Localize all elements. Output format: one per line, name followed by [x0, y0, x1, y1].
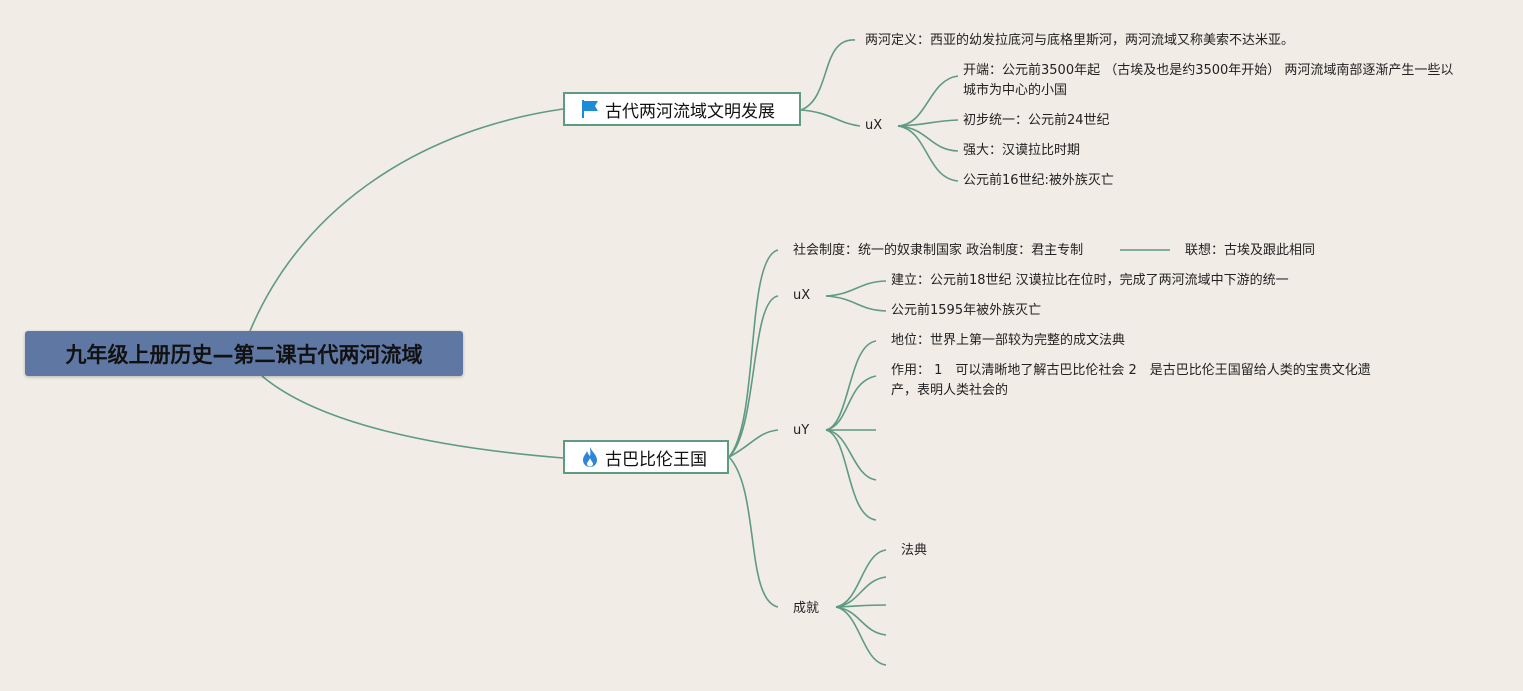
connector-b2-social [728, 249, 779, 458]
topic-ancient-babylon[interactable]: 古巴比伦王国 [563, 440, 729, 474]
item-destroyed[interactable]: 公元前16世纪:被外族灭亡 [963, 173, 1114, 188]
root-topic[interactable]: 九年级上册历史—第二课古代两河流域 [25, 331, 463, 376]
connector-ach-item1 [835, 549, 887, 608]
subtopic-uy-label[interactable]: uY [793, 423, 810, 438]
connector-root-branch1 [249, 108, 564, 332]
connector-ach-item4 [835, 606, 887, 636]
item-code-of-law[interactable]: 法典 [901, 543, 928, 558]
connector-b2-ux [728, 295, 779, 458]
connector-uy-item1 [825, 340, 877, 431]
connector-b2-uy [728, 429, 779, 458]
connector-uy-item4 [825, 429, 877, 481]
flag-icon [579, 98, 601, 120]
connector-uy-item2 [825, 375, 877, 431]
connector-ux2-item1 [825, 280, 887, 297]
item-destroyed-1595[interactable]: 公元前1595年被外族灭亡 [891, 303, 1042, 318]
achievements-label[interactable]: 成就 [793, 601, 820, 616]
connector-root-branch2 [261, 375, 564, 459]
connector-ux-item3 [897, 125, 959, 152]
item-status[interactable]: 地位：世界上第一部较为完整的成文法典 [891, 333, 1126, 348]
topic-ancient-mesopotamia-development[interactable]: 古代两河流域文明发展 [563, 92, 801, 126]
item-function[interactable]: 作用： 1 可以清晰地了解古巴比伦社会 2 是古巴比伦王国留给人类的宝贵文化遗产… [891, 363, 1371, 398]
item-strong-period[interactable]: 强大：汉谟拉比时期 [963, 143, 1081, 158]
connector-ux-item1 [897, 75, 959, 127]
root-title: 九年级上册历史—第二课古代两河流域 [65, 342, 423, 367]
connector-ux-item4 [897, 125, 959, 182]
connector-uy-item5 [825, 429, 877, 521]
connector-ach-item5 [835, 606, 887, 666]
connector-b1-ux [800, 109, 861, 127]
item-establishment[interactable]: 建立：公元前18世纪 汉谟拉比在位时，完成了两河流域中下游的统一 [891, 273, 1289, 288]
connector-ach-item2 [835, 576, 887, 608]
definition-text[interactable]: 两河定义：西亚的幼发拉底河与底格里斯河，两河流域又称美索不达米亚。 [865, 33, 1295, 48]
association-text[interactable]: 联想：古埃及跟此相同 [1185, 243, 1316, 258]
topic-title: 古代两河流域文明发展 [605, 101, 775, 122]
connector-b1-definition [800, 39, 856, 111]
connector-ach-item3 [835, 604, 887, 608]
fire-icon [579, 446, 601, 468]
social-system-text[interactable]: 社会制度：统一的奴隶制国家 政治制度：君主专制 [793, 243, 1084, 258]
connector-ux2-item2 [825, 295, 887, 312]
connector-ux-item2 [897, 119, 959, 127]
item-initial-unification[interactable]: 初步统一：公元前24世纪 [963, 113, 1110, 128]
connector-b2-achievements [728, 456, 779, 608]
subtopic-ux-label[interactable]: uX [865, 118, 883, 133]
item-origin[interactable]: 开端：公元前3500年起 （古埃及也是约3500年开始） 两河流域南部逐渐产生一… [963, 63, 1454, 98]
subtopic-ux-label-2[interactable]: uX [793, 288, 811, 303]
topic-title: 古巴比伦王国 [605, 449, 707, 470]
